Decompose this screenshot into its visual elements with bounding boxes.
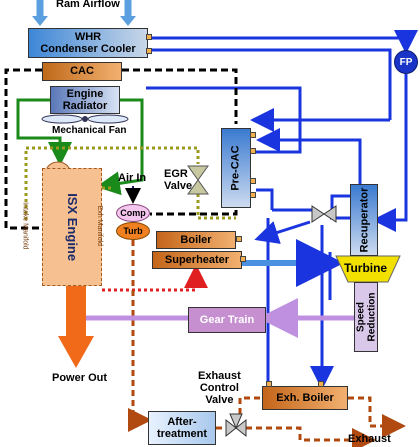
power-out-arrow [58,286,94,368]
intake-manifold-label: Intake Manifold [21,202,29,250]
gear-train-label: Gear Train [199,313,255,326]
exhaust-boiler-label: Exh. Boiler [276,391,334,404]
coolant-lines [16,98,144,196]
egr-lines [24,146,236,220]
whr-condenser-cooler: WHR Condenser Cooler [28,28,148,58]
pre-cac-port-4 [250,192,256,198]
superheater: Superheater [152,251,242,269]
recuperator: Recuperator [350,184,378,256]
exhaust-label: Exhaust [348,433,391,445]
exh-boiler-port-right [318,381,324,387]
egr-valve-label: EGR Valve [164,168,193,193]
pre-cac-port-3 [250,178,256,184]
isx-engine: ISX Engine [42,168,102,286]
exhaust-control-valve-label: Exhaust Control Valve [198,370,241,407]
boiler-port [236,236,242,242]
pre-cac-label: Pre-CAC [229,145,242,191]
compressor: Comp [116,204,150,222]
engine-radiator: Engine Radiator [50,86,120,114]
pre-cac-port-2 [250,148,256,154]
pre-cac-port-1 [250,132,256,138]
ram-airflow-arrows [32,0,136,26]
recuperator-label: Recuperator [357,187,370,253]
whr-port-bottom [146,48,152,54]
superheater-port [240,256,246,262]
whr-port-top [146,34,152,40]
gear-train: Gear Train [188,307,266,333]
aftertreatment: After- treatment [148,411,216,445]
cac-box: CAC [42,62,122,81]
hot-exhaust-lines [102,264,208,292]
speed-reduction-label: Speed Reduction [355,292,378,342]
compressor-label: Comp [120,208,146,218]
power-out-label: Power Out [52,372,108,384]
aftertreatment-label: After- treatment [156,415,208,440]
turbine-shape [335,255,401,283]
superheater-label: Superheater [164,253,230,266]
whr-condenser-label: WHR Condenser Cooler [40,30,136,55]
three-way-valve-icon [311,205,337,223]
exhaust-lines [128,240,406,447]
mechanical-fan-label: Mechanical Fan [52,125,127,136]
egr-valve-icon [187,165,209,195]
fluid-pump-label: FP [399,56,413,68]
boiler-label: Boiler [180,233,212,246]
exhaust-control-valve-icon [225,413,247,438]
engine-radiator-label: Engine Radiator [62,87,108,112]
exhaust-boiler: Exh. Boiler [262,386,348,410]
air-in-label: Air In [118,172,147,184]
mechanical-fan-icon [41,114,129,124]
turbocharger-turbine: Turb [116,222,150,240]
cac-label: CAC [70,65,94,78]
ram-airflow-label: Ram Airflow [56,0,120,10]
isx-engine-label: ISX Engine [65,193,81,261]
speed-reduction: Speed Reduction [354,282,378,352]
boiler: Boiler [156,231,236,249]
turbine-label: Turbine [344,261,388,275]
fluid-pump: FP [394,50,418,74]
exh-manifold-label: Exh Manifold [96,205,104,247]
turbocharger-turbine-label: Turb [123,226,143,236]
charge-air-lines [4,68,238,230]
pre-cac-box: Pre-CAC [221,128,251,208]
exh-boiler-port-left [266,381,272,387]
